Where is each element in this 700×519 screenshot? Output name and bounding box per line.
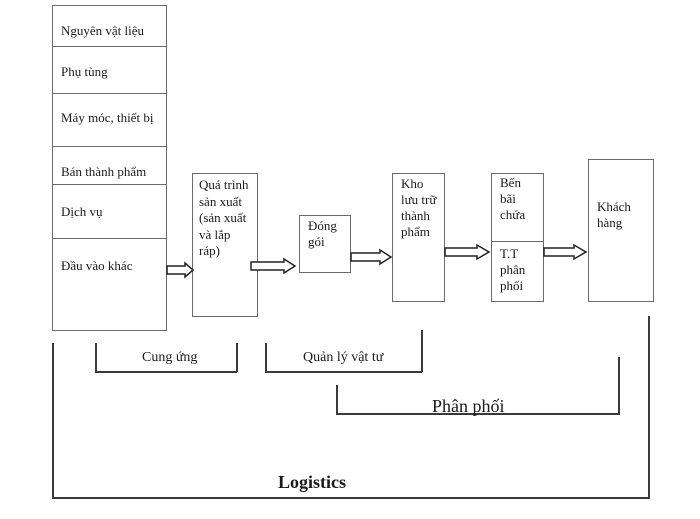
packaging-label: Đóng gói	[308, 218, 337, 249]
divider	[53, 184, 166, 185]
arrow-distribution-to-customer	[543, 243, 588, 261]
customer-label: Khách hàng	[597, 199, 631, 230]
divider	[492, 241, 543, 242]
arrow-inputs-to-production	[166, 261, 195, 279]
bracket-line	[336, 385, 338, 414]
bracket-line	[95, 343, 97, 372]
supply-label: Cung ứng	[142, 350, 198, 365]
customer-box	[588, 159, 654, 302]
divider	[53, 93, 166, 94]
bracket-line	[618, 357, 620, 414]
bracket-line	[421, 330, 423, 372]
bracket-line	[265, 343, 267, 372]
divider	[53, 46, 166, 47]
arrow-production-to-packaging	[250, 257, 297, 275]
yard-distribution-box	[491, 173, 544, 302]
divider	[53, 146, 166, 147]
distribution-center-label: T.T phân phối	[500, 246, 526, 293]
warehouse-label: Kho lưu trữ thành phẩm	[401, 176, 437, 239]
inputs-column	[52, 5, 167, 331]
input-raw-materials: Nguyên vật liệu	[61, 23, 145, 38]
warehouse-box	[392, 173, 445, 302]
bracket-line	[52, 343, 54, 499]
production-box	[192, 173, 258, 317]
arrow-packaging-to-warehouse	[350, 248, 393, 266]
bracket-line	[265, 371, 422, 373]
input-spare-parts: Phụ tùng	[61, 64, 108, 79]
bracket-line	[236, 343, 238, 372]
bracket-line	[52, 497, 649, 499]
bracket-line	[95, 371, 237, 373]
input-machinery: Máy móc, thiết bị	[61, 110, 154, 125]
logistics-label: Logistics	[278, 472, 347, 492]
yard-label: Bến bãi chứa	[500, 175, 526, 222]
input-semi-finished: Bán thành phẩm	[61, 164, 147, 179]
arrow-warehouse-to-distribution	[444, 243, 491, 261]
bracket-line	[648, 316, 650, 499]
production-label: Quá trình sản xuất (sản xuất và lắp ráp)	[199, 177, 249, 258]
packaging-box	[299, 215, 351, 273]
input-other: Đầu vào khác	[61, 258, 133, 273]
bracket-line	[336, 413, 620, 415]
distribution-label: Phân phối	[432, 396, 505, 416]
input-services: Dịch vụ	[61, 204, 103, 219]
divider	[53, 238, 166, 239]
materials-management-label: Quản lý vật tư	[303, 350, 384, 365]
